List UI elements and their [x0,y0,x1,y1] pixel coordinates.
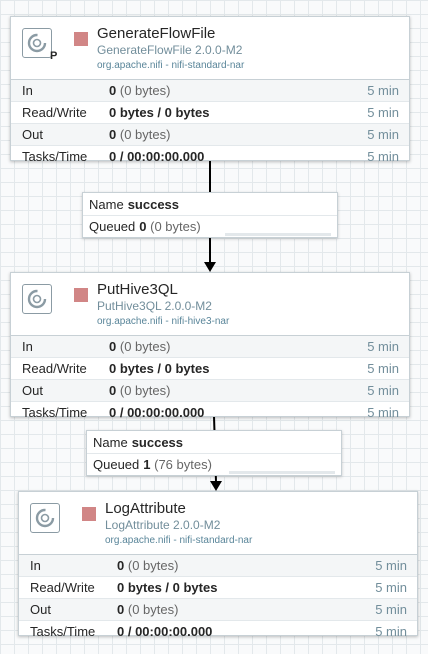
stat-row-tasks-time: Tasks/Time 0 / 00:00:00.000 5 min [19,621,417,642]
stat-value: 0 / 00:00:00.000 [109,405,205,420]
stat-label: Read/Write [30,580,95,595]
processor-name: LogAttribute [105,500,186,517]
stat-row-read-write: Read/Write 0 bytes / 0 bytes 5 min [11,358,409,380]
stat-time: 5 min [375,558,407,573]
stat-time: 5 min [375,624,407,639]
stat-row-in: In 0 (0 bytes) 5 min [19,555,417,577]
stat-value: 0 bytes / 0 bytes [109,361,210,376]
processor-puthive3ql[interactable]: PutHive3QL PutHive3QL 2.0.0-M2 org.apach… [10,272,410,420]
stat-label: Read/Write [22,105,87,120]
stat-time: 5 min [375,602,407,617]
stat-time: 5 min [367,127,399,142]
processor-icon [22,28,52,58]
stat-value: 0 (0 bytes) [109,339,171,354]
processor-bundle: org.apache.nifi - nifi-standard-nar [97,60,245,71]
stat-label: Read/Write [22,361,87,376]
stat-value: 0 / 00:00:00.000 [109,149,205,164]
stat-value: 0 (0 bytes) [117,602,179,617]
processor-version: LogAttribute 2.0.0-M2 [105,518,221,532]
stat-time: 5 min [375,580,407,595]
processor-version: GenerateFlowFile 2.0.0-M2 [97,43,243,57]
stat-row-read-write: Read/Write 0 bytes / 0 bytes 5 min [11,102,409,124]
connection-arrow-1 [204,262,216,272]
stat-row-read-write: Read/Write 0 bytes / 0 bytes 5 min [19,577,417,599]
stat-row-tasks-time: Tasks/Time 0 / 00:00:00.000 5 min [11,146,409,167]
stat-label: Out [22,127,43,142]
stat-time: 5 min [367,339,399,354]
processor-name: PutHive3QL [97,281,178,298]
processor-bundle: org.apache.nifi - nifi-hive3-nar [97,316,230,327]
processor-name: GenerateFlowFile [97,25,216,42]
stat-row-out: Out 0 (0 bytes) 5 min [11,124,409,146]
queued-count: 0 [139,219,147,234]
stat-label: Tasks/Time [30,624,96,639]
processor-version: PutHive3QL 2.0.0-M2 [97,299,212,313]
processor-icon [22,284,52,314]
processor-stats: In 0 (0 bytes) 5 min Read/Write 0 bytes … [19,554,417,642]
queued-size: (76 bytes) [154,457,212,472]
processor-logattribute[interactable]: LogAttribute LogAttribute 2.0.0-M2 org.a… [18,491,418,639]
stat-time: 5 min [367,361,399,376]
processor-stats: In 0 (0 bytes) 5 min Read/Write 0 bytes … [11,335,409,423]
connection-name: success [131,435,184,450]
processor-icon [30,503,60,533]
stat-row-out: Out 0 (0 bytes) 5 min [19,599,417,621]
stat-value: 0 bytes / 0 bytes [117,580,218,595]
stat-value: 0 (0 bytes) [109,83,171,98]
stat-time: 5 min [367,83,399,98]
primary-node-badge: P [50,50,58,62]
stat-label: Tasks/Time [22,149,88,164]
stat-row-out: Out 0 (0 bytes) 5 min [11,380,409,402]
stopped-state-icon [74,288,88,302]
stat-row-in: In 0 (0 bytes) 5 min [11,80,409,102]
stopped-state-icon [74,32,88,46]
stat-time: 5 min [367,149,399,164]
stat-value: 0 (0 bytes) [109,127,171,142]
queued-size: (0 bytes) [150,219,201,234]
stat-time: 5 min [367,105,399,120]
queue-progress-bar [229,471,335,474]
stat-value: 0 (0 bytes) [109,383,171,398]
stat-label: In [22,339,33,354]
stat-value: 0 bytes / 0 bytes [109,105,210,120]
stat-label: Out [30,602,51,617]
stat-time: 5 min [367,405,399,420]
queued-count: 1 [143,457,151,472]
stat-label: Tasks/Time [22,405,88,420]
stat-label: In [30,558,41,573]
stat-row-in: In 0 (0 bytes) 5 min [11,336,409,358]
processor-bundle: org.apache.nifi - nifi-standard-nar [105,535,253,546]
connection-arrow-2 [210,481,222,491]
connection-name: success [127,197,180,212]
stopped-state-icon [82,507,96,521]
stat-time: 5 min [367,383,399,398]
stat-value: 0 (0 bytes) [117,558,179,573]
stat-value: 0 / 00:00:00.000 [117,624,213,639]
stat-label: Out [22,383,43,398]
stat-row-tasks-time: Tasks/Time 0 / 00:00:00.000 5 min [11,402,409,423]
queue-progress-bar [225,233,331,236]
processor-stats: In 0 (0 bytes) 5 min Read/Write 0 bytes … [11,79,409,167]
stat-label: In [22,83,33,98]
processor-generateflowfile[interactable]: P GenerateFlowFile GenerateFlowFile 2.0.… [10,16,410,164]
